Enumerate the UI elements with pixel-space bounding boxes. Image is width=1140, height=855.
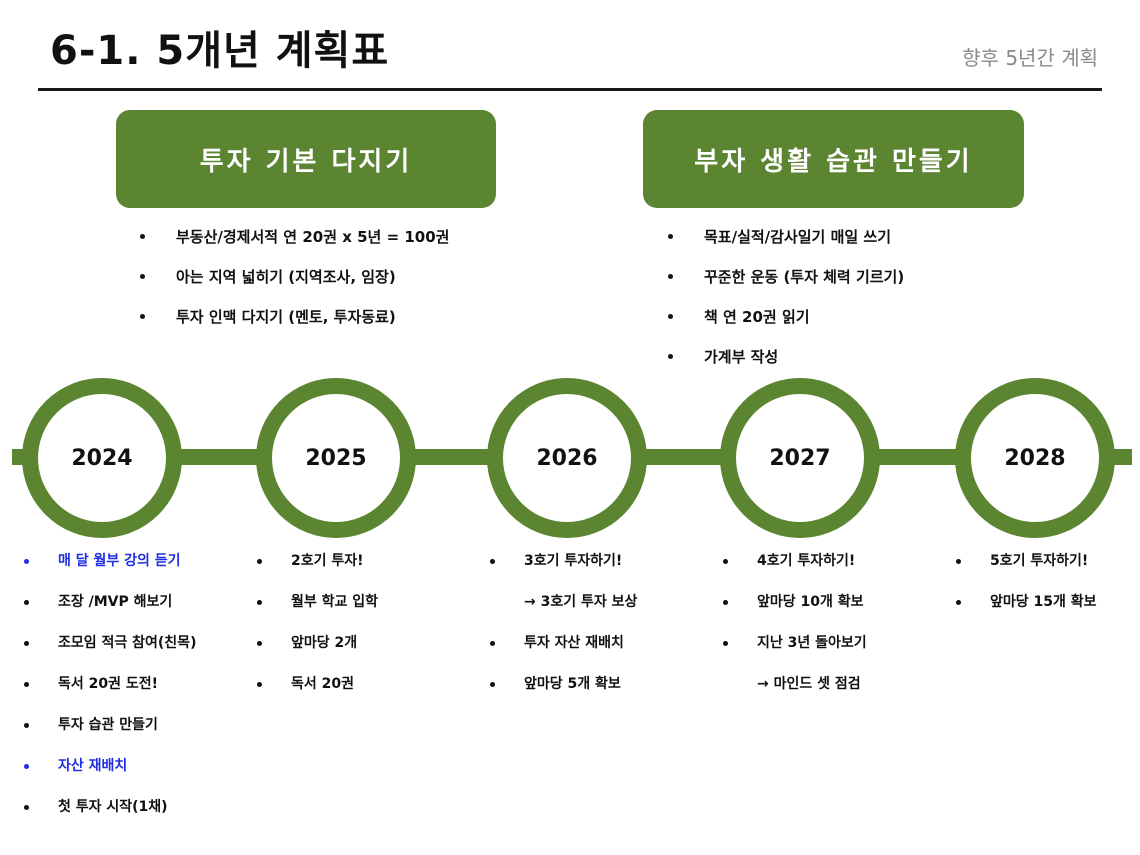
task-item: 2호기 투자! xyxy=(257,552,378,593)
task-list-2024: 매 달 월부 강의 듣기 조장 /MVP 해보기 조모임 적극 참여(친목) 독… xyxy=(24,552,196,839)
task-item: 투자 습관 만들기 xyxy=(24,716,196,757)
page-title: 6-1. 5개년 계획표 xyxy=(50,28,390,74)
task-item: 조장 /MVP 해보기 xyxy=(24,593,196,634)
goal-item: 책 연 20권 읽기 xyxy=(668,308,904,348)
goal-item: 투자 인맥 다지기 (멘토, 투자동료) xyxy=(140,308,449,348)
goal-item: 부동산/경제서적 연 20권 x 5년 = 100권 xyxy=(140,228,449,268)
task-item: 앞마당 10개 확보 xyxy=(723,593,867,634)
year-circle-2028: 2028 xyxy=(955,378,1115,538)
year-circle-2026: 2026 xyxy=(487,378,647,538)
year-circle-2024: 2024 xyxy=(22,378,182,538)
task-item: 4호기 투자하기! xyxy=(723,552,867,593)
year-circle-2025: 2025 xyxy=(256,378,416,538)
task-item: 지난 3년 돌아보기 xyxy=(723,634,867,675)
task-item: → 3호기 투자 보상 xyxy=(524,594,638,610)
task-item: 독서 20권 도전! xyxy=(24,675,196,716)
task-item: 조모임 적극 참여(친목) xyxy=(24,634,196,675)
goal-item: 아는 지역 넓히기 (지역조사, 임장) xyxy=(140,268,449,308)
goal-list-rich-habits: 목표/실적/감사일기 매일 쓰기 꾸준한 운동 (투자 체력 기르기) 책 연 … xyxy=(668,228,904,388)
task-item: 독서 20권 xyxy=(257,675,378,716)
task-item: 5호기 투자하기! xyxy=(956,552,1097,593)
goal-item: 꾸준한 운동 (투자 체력 기르기) xyxy=(668,268,904,308)
goal-item: 가계부 작성 xyxy=(668,348,904,388)
task-item: 자산 재배치 xyxy=(24,757,196,798)
task-item: 월부 학교 입학 xyxy=(257,593,378,634)
goal-heading-investment-basics: 투자 기본 다지기 xyxy=(116,110,496,208)
page-subtitle: 향후 5년간 계획 xyxy=(962,46,1098,70)
task-list-2026: 3호기 투자하기! → 3호기 투자 보상 투자 자산 재배치 앞마당 5개 확… xyxy=(490,552,637,716)
task-item: 앞마당 15개 확보 xyxy=(956,593,1097,634)
task-item: 앞마당 5개 확보 xyxy=(490,675,637,716)
task-item: 첫 투자 시작(1채) xyxy=(24,798,196,839)
task-item: 투자 자산 재배치 xyxy=(490,634,637,675)
task-item: → 마인드 셋 점검 xyxy=(757,676,861,692)
goal-item: 목표/실적/감사일기 매일 쓰기 xyxy=(668,228,904,268)
task-list-2027: 4호기 투자하기! 앞마당 10개 확보 지난 3년 돌아보기 → 마인드 셋 … xyxy=(723,552,867,716)
task-item: 앞마당 2개 xyxy=(257,634,378,675)
year-circle-2027: 2027 xyxy=(720,378,880,538)
goal-list-investment-basics: 부동산/경제서적 연 20권 x 5년 = 100권 아는 지역 넓히기 (지역… xyxy=(140,228,449,348)
task-item: 매 달 월부 강의 듣기 xyxy=(24,552,196,593)
task-list-2025: 2호기 투자! 월부 학교 입학 앞마당 2개 독서 20권 xyxy=(257,552,378,716)
goal-heading-rich-habits: 부자 생활 습관 만들기 xyxy=(643,110,1024,208)
task-list-2028: 5호기 투자하기! 앞마당 15개 확보 xyxy=(956,552,1097,634)
task-item: 3호기 투자하기! xyxy=(490,552,637,593)
title-divider xyxy=(38,88,1102,91)
